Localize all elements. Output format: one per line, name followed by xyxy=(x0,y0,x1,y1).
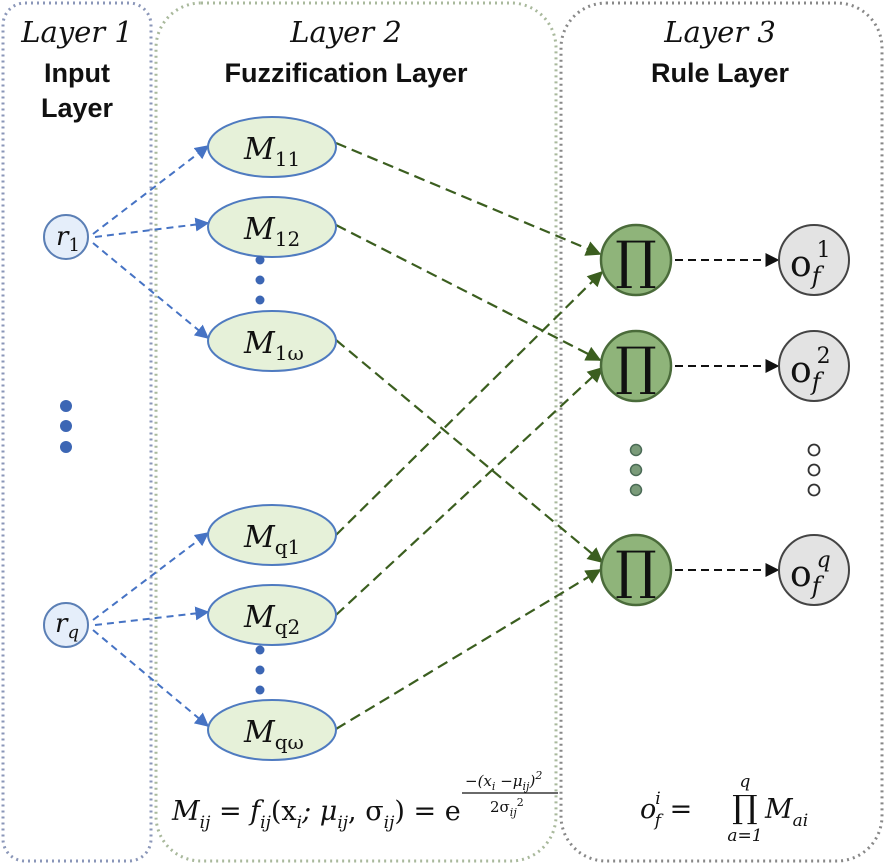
input-ellipsis-dots xyxy=(60,400,72,453)
membership-upper-ellipsis-dots xyxy=(255,255,265,305)
svg-text:q: q xyxy=(740,772,751,792)
svg-text:Mq1: Mq1 xyxy=(243,520,300,559)
layer-1-italic-title: Layer 1 xyxy=(20,15,133,49)
layer-3-panel xyxy=(559,1,884,863)
arrow-r1-m1w xyxy=(92,242,210,339)
svg-text:Mqω: Mqω xyxy=(243,715,304,754)
membership-function-formula: Mij = fij(xi; μij, σij) = e −(xi −μij)2 … xyxy=(171,769,558,833)
membership-to-rule-arrows xyxy=(335,141,604,730)
membership-node-mqw: Mqω xyxy=(207,699,337,761)
svg-text:rq: rq xyxy=(55,609,79,643)
input-node-r1: r1 xyxy=(43,214,89,260)
svg-text:Mij = fij(xi; μij, σij) = e: Mij = fij(xi; μij, σij) = e xyxy=(171,796,461,833)
layer-3-bold-title: Rule Layer xyxy=(651,58,790,88)
layer-1-bold-title-line2: Layer xyxy=(41,93,114,123)
rule-to-output-arrows xyxy=(675,253,780,577)
svg-text:−(xi −μij)2: −(xi −μij)2 xyxy=(465,769,542,793)
rule-ellipsis-dots xyxy=(629,443,643,497)
output-node-q: ofq xyxy=(778,534,850,606)
arrow-r1-m11 xyxy=(92,145,210,235)
svg-text:2σij2: 2σij2 xyxy=(490,796,524,819)
arrow-rq-mq1 xyxy=(92,532,210,621)
rule-node-2: ∏ xyxy=(599,329,673,403)
rule-node-q: ∏ xyxy=(599,533,673,607)
arrow-m12-rule2 xyxy=(335,224,602,361)
output-node-2: of2 xyxy=(778,330,850,402)
arrow-mq2-rule2 xyxy=(335,366,604,616)
arrow-rq-mqw xyxy=(92,629,210,727)
svg-text:M1ω: M1ω xyxy=(243,326,304,365)
arrow-rq-mq2 xyxy=(94,606,210,626)
svg-text:Mai: Mai xyxy=(764,794,808,831)
svg-text:Mq2: Mq2 xyxy=(243,600,300,639)
arrow-m11-rule1 xyxy=(335,141,602,256)
membership-node-mq2: Mq2 xyxy=(207,584,337,646)
input-to-membership-arrows xyxy=(92,145,210,727)
layer-2-italic-title: Layer 2 xyxy=(289,15,402,49)
output-node-1: of1 xyxy=(778,224,850,296)
arrow-m1w-ruleq xyxy=(335,339,604,563)
membership-node-m11: M11 xyxy=(207,116,337,178)
arrow-mqw-ruleq xyxy=(335,569,602,730)
layer-3-italic-title: Layer 3 xyxy=(663,15,776,49)
rule-node-1: ∏ xyxy=(599,223,673,297)
output-ellipsis-dots xyxy=(807,443,821,497)
svg-text:M11: M11 xyxy=(243,132,300,171)
membership-node-mq1: Mq1 xyxy=(207,504,337,566)
svg-text:∏: ∏ xyxy=(615,337,656,397)
input-node-rq: rq xyxy=(43,602,89,648)
layer-2-panel xyxy=(154,1,558,863)
svg-text:∏: ∏ xyxy=(732,788,757,826)
membership-node-m1w: M1ω xyxy=(207,310,337,372)
svg-text:M12: M12 xyxy=(243,212,300,251)
layer-2-bold-title: Fuzzification Layer xyxy=(224,58,468,88)
svg-text:oif =: oif = xyxy=(640,789,692,831)
membership-node-m12: M12 xyxy=(207,196,337,258)
layer-1-panel xyxy=(1,1,153,863)
membership-lower-ellipsis-dots xyxy=(255,645,265,695)
arrow-mq1-rule1 xyxy=(335,270,604,536)
arrow-r1-m12 xyxy=(94,217,210,238)
svg-text:∏: ∏ xyxy=(615,231,656,291)
layer-1-bold-title-line1: Input xyxy=(44,58,110,88)
svg-text:r1: r1 xyxy=(56,222,80,256)
svg-text:a=1: a=1 xyxy=(727,826,762,846)
svg-text:∏: ∏ xyxy=(615,541,656,601)
